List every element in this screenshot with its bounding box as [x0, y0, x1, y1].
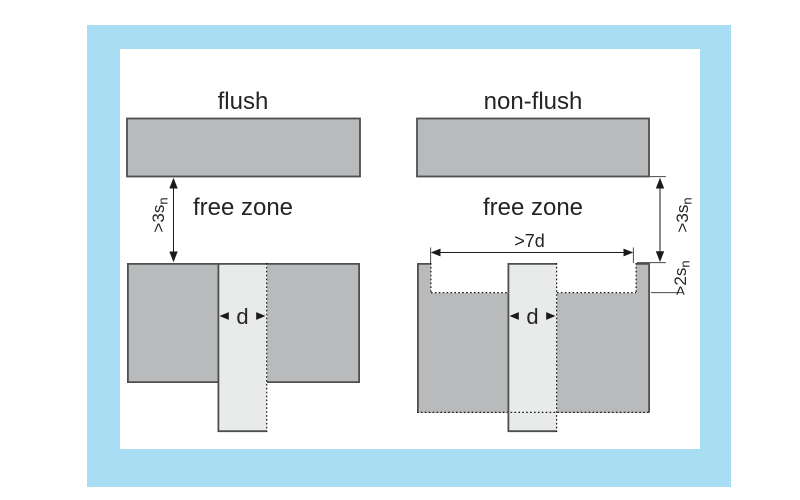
flush-sensor-body — [218, 263, 267, 432]
flush-diameter-label: d — [236, 304, 248, 329]
flush-block-right-outline — [267, 263, 360, 383]
flush-target-plate-outline — [126, 117, 361, 178]
non-flush-gap-dimension-label: >3sn — [673, 197, 695, 232]
non-flush-gap-dimension-arrow — [655, 177, 665, 262]
flush-diagram: flush >3sn free zone d — [126, 88, 361, 433]
non-flush-target-plate — [417, 118, 649, 177]
non-flush-title: non-flush — [484, 88, 583, 115]
flush-free-zone-label: free zone — [193, 194, 293, 221]
flush-sensor-outline — [217, 263, 267, 433]
flush-target-plate — [127, 118, 360, 177]
flush-block-left-outline — [127, 263, 218, 383]
flush-gap-dimension-arrow — [169, 177, 178, 263]
recess-width-dimension — [430, 247, 634, 263]
non-flush-diagram: non-flush >3sn >2sn free zone >7d — [416, 88, 695, 433]
non-flush-sensor-outline — [507, 263, 557, 433]
non-flush-target-plate-outline — [416, 117, 650, 178]
flush-diameter-dimension — [219, 312, 266, 320]
recess-width-label: >7d — [514, 231, 545, 251]
flush-gap-dimension-label: >3sn — [149, 197, 171, 232]
flush-mounting-block-left — [127, 263, 218, 383]
non-flush-diameter-label: d — [526, 304, 538, 329]
non-flush-sensor-body — [508, 263, 557, 432]
flush-mounting-block-right — [267, 263, 360, 383]
non-flush-block-right-outline — [636, 263, 650, 413]
recess-depth-dimension-label: >2sn — [671, 260, 693, 295]
flush-title: flush — [218, 88, 269, 115]
non-flush-free-zone-label: free zone — [483, 194, 583, 221]
non-flush-diameter-dimension — [509, 312, 556, 320]
non-flush-block-left-outline — [417, 263, 431, 413]
